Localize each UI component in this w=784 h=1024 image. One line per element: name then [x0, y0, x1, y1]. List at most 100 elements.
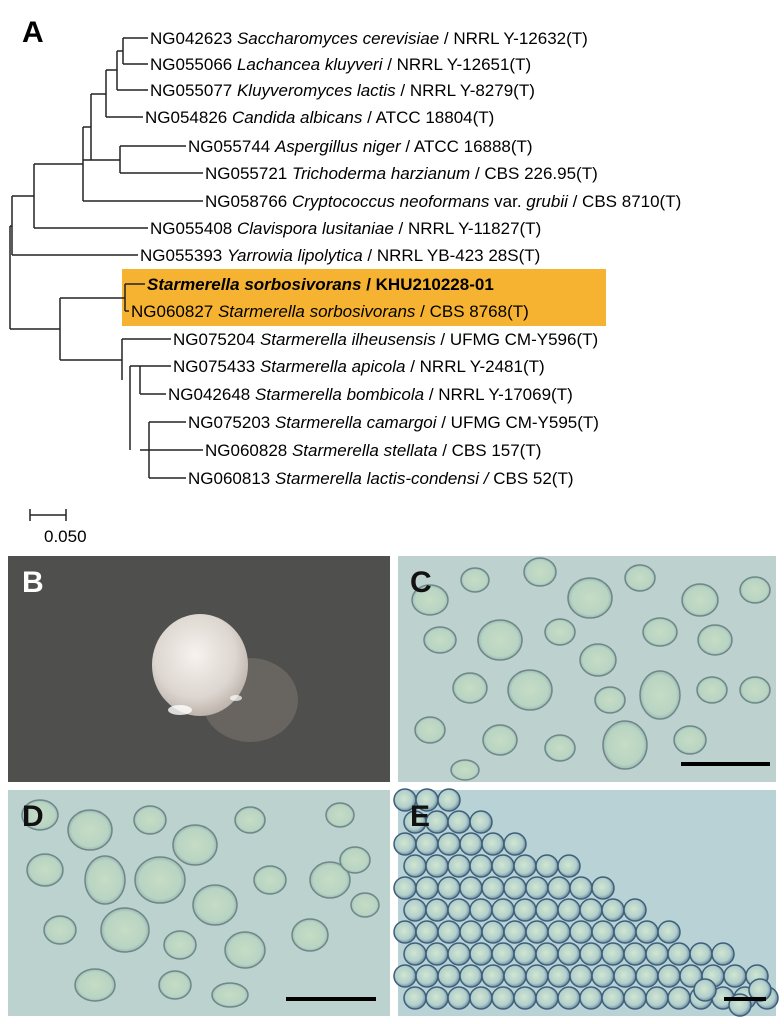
tree-label: NG055066 Lachancea kluyveri / NRRL Y-126…	[150, 55, 531, 74]
cell	[192, 884, 238, 926]
tree-label: NG058766 Cryptococcus neoformans var. gr…	[205, 192, 681, 211]
cell	[415, 876, 439, 900]
cell	[469, 810, 493, 834]
cell	[525, 964, 549, 988]
cell	[172, 824, 218, 866]
cell	[594, 686, 626, 714]
scale-label: 0.050	[44, 527, 87, 546]
cell	[623, 942, 647, 966]
cell	[693, 978, 717, 1002]
cell	[469, 986, 493, 1010]
cell	[425, 898, 449, 922]
cell	[601, 942, 625, 966]
cell	[447, 854, 471, 878]
cell	[601, 986, 625, 1010]
panel-d-letter: D	[22, 800, 44, 833]
cell	[657, 920, 681, 944]
cell	[459, 964, 483, 988]
tree-branches	[9, 37, 203, 479]
cell	[437, 788, 461, 812]
cell	[447, 986, 471, 1010]
cell	[437, 876, 461, 900]
highlight-box	[122, 269, 606, 326]
cell	[26, 853, 64, 887]
tree-label: NG055077 Kluyveromyces lactis / NRRL Y-8…	[150, 81, 535, 100]
cell	[100, 907, 150, 953]
cell	[447, 942, 471, 966]
cell	[601, 898, 625, 922]
tree-label: NG042623 Saccharomyces cerevisiae / NRRL…	[150, 29, 588, 48]
cell	[535, 942, 559, 966]
cell	[591, 964, 615, 988]
cell	[291, 918, 329, 952]
cell	[613, 920, 637, 944]
tree-label: NG055393 Yarrowia lipolytica / NRRL YB-4…	[140, 246, 540, 265]
cell	[415, 964, 439, 988]
tree-label: NG055721 Trichoderma harzianum / CBS 226…	[205, 164, 598, 183]
cell	[393, 832, 417, 856]
cell	[535, 854, 559, 878]
cell	[460, 567, 490, 593]
cell	[645, 942, 669, 966]
cell	[557, 898, 581, 922]
cell	[523, 557, 557, 587]
cell	[579, 898, 603, 922]
cell	[623, 898, 647, 922]
panel-a-letter: A	[22, 16, 44, 49]
panel-c-cells	[411, 557, 771, 781]
panel-e-letter: E	[410, 800, 430, 833]
panel-e-cells	[393, 788, 779, 1017]
cell	[491, 942, 515, 966]
cell	[602, 720, 648, 770]
cell	[507, 669, 553, 711]
panel-c-letter: C	[410, 566, 432, 599]
cell	[547, 876, 571, 900]
cell	[350, 892, 380, 918]
cell	[513, 854, 537, 878]
cell	[339, 846, 371, 874]
cell	[579, 942, 603, 966]
panel-e-micrograph: E	[393, 788, 779, 1017]
cell	[423, 626, 457, 654]
cell	[234, 806, 266, 834]
panel-c-micrograph: C	[398, 556, 776, 782]
cell	[309, 861, 351, 899]
cell	[503, 832, 527, 856]
cell	[425, 854, 449, 878]
cell	[535, 898, 559, 922]
cell	[469, 898, 493, 922]
cell	[513, 986, 537, 1010]
cell	[403, 898, 427, 922]
cell	[481, 964, 505, 988]
cell	[134, 856, 186, 904]
cell	[491, 854, 515, 878]
cell	[43, 915, 77, 945]
cell	[403, 986, 427, 1010]
cell	[459, 920, 483, 944]
cell	[579, 643, 617, 677]
panel-b-colony-photo: B	[8, 556, 390, 782]
cell	[393, 876, 417, 900]
cell	[513, 898, 537, 922]
cell	[569, 920, 593, 944]
cell	[503, 920, 527, 944]
cell	[503, 876, 527, 900]
cell	[450, 759, 480, 781]
cell	[469, 942, 493, 966]
cell	[469, 854, 493, 878]
cell	[569, 964, 593, 988]
cell	[21, 799, 59, 831]
tree-label: NG075204 Starmerella ilheusensis / UFMG …	[173, 330, 598, 349]
cell	[525, 920, 549, 944]
tree-label: NG060813 Starmerella lactis-condensi / C…	[188, 469, 574, 488]
cell	[567, 577, 613, 619]
cell	[739, 576, 771, 604]
cell	[591, 876, 615, 900]
cell	[491, 898, 515, 922]
cell	[74, 968, 116, 1002]
cell	[544, 618, 576, 646]
cell	[696, 676, 728, 704]
cell	[447, 810, 471, 834]
cell	[591, 920, 615, 944]
